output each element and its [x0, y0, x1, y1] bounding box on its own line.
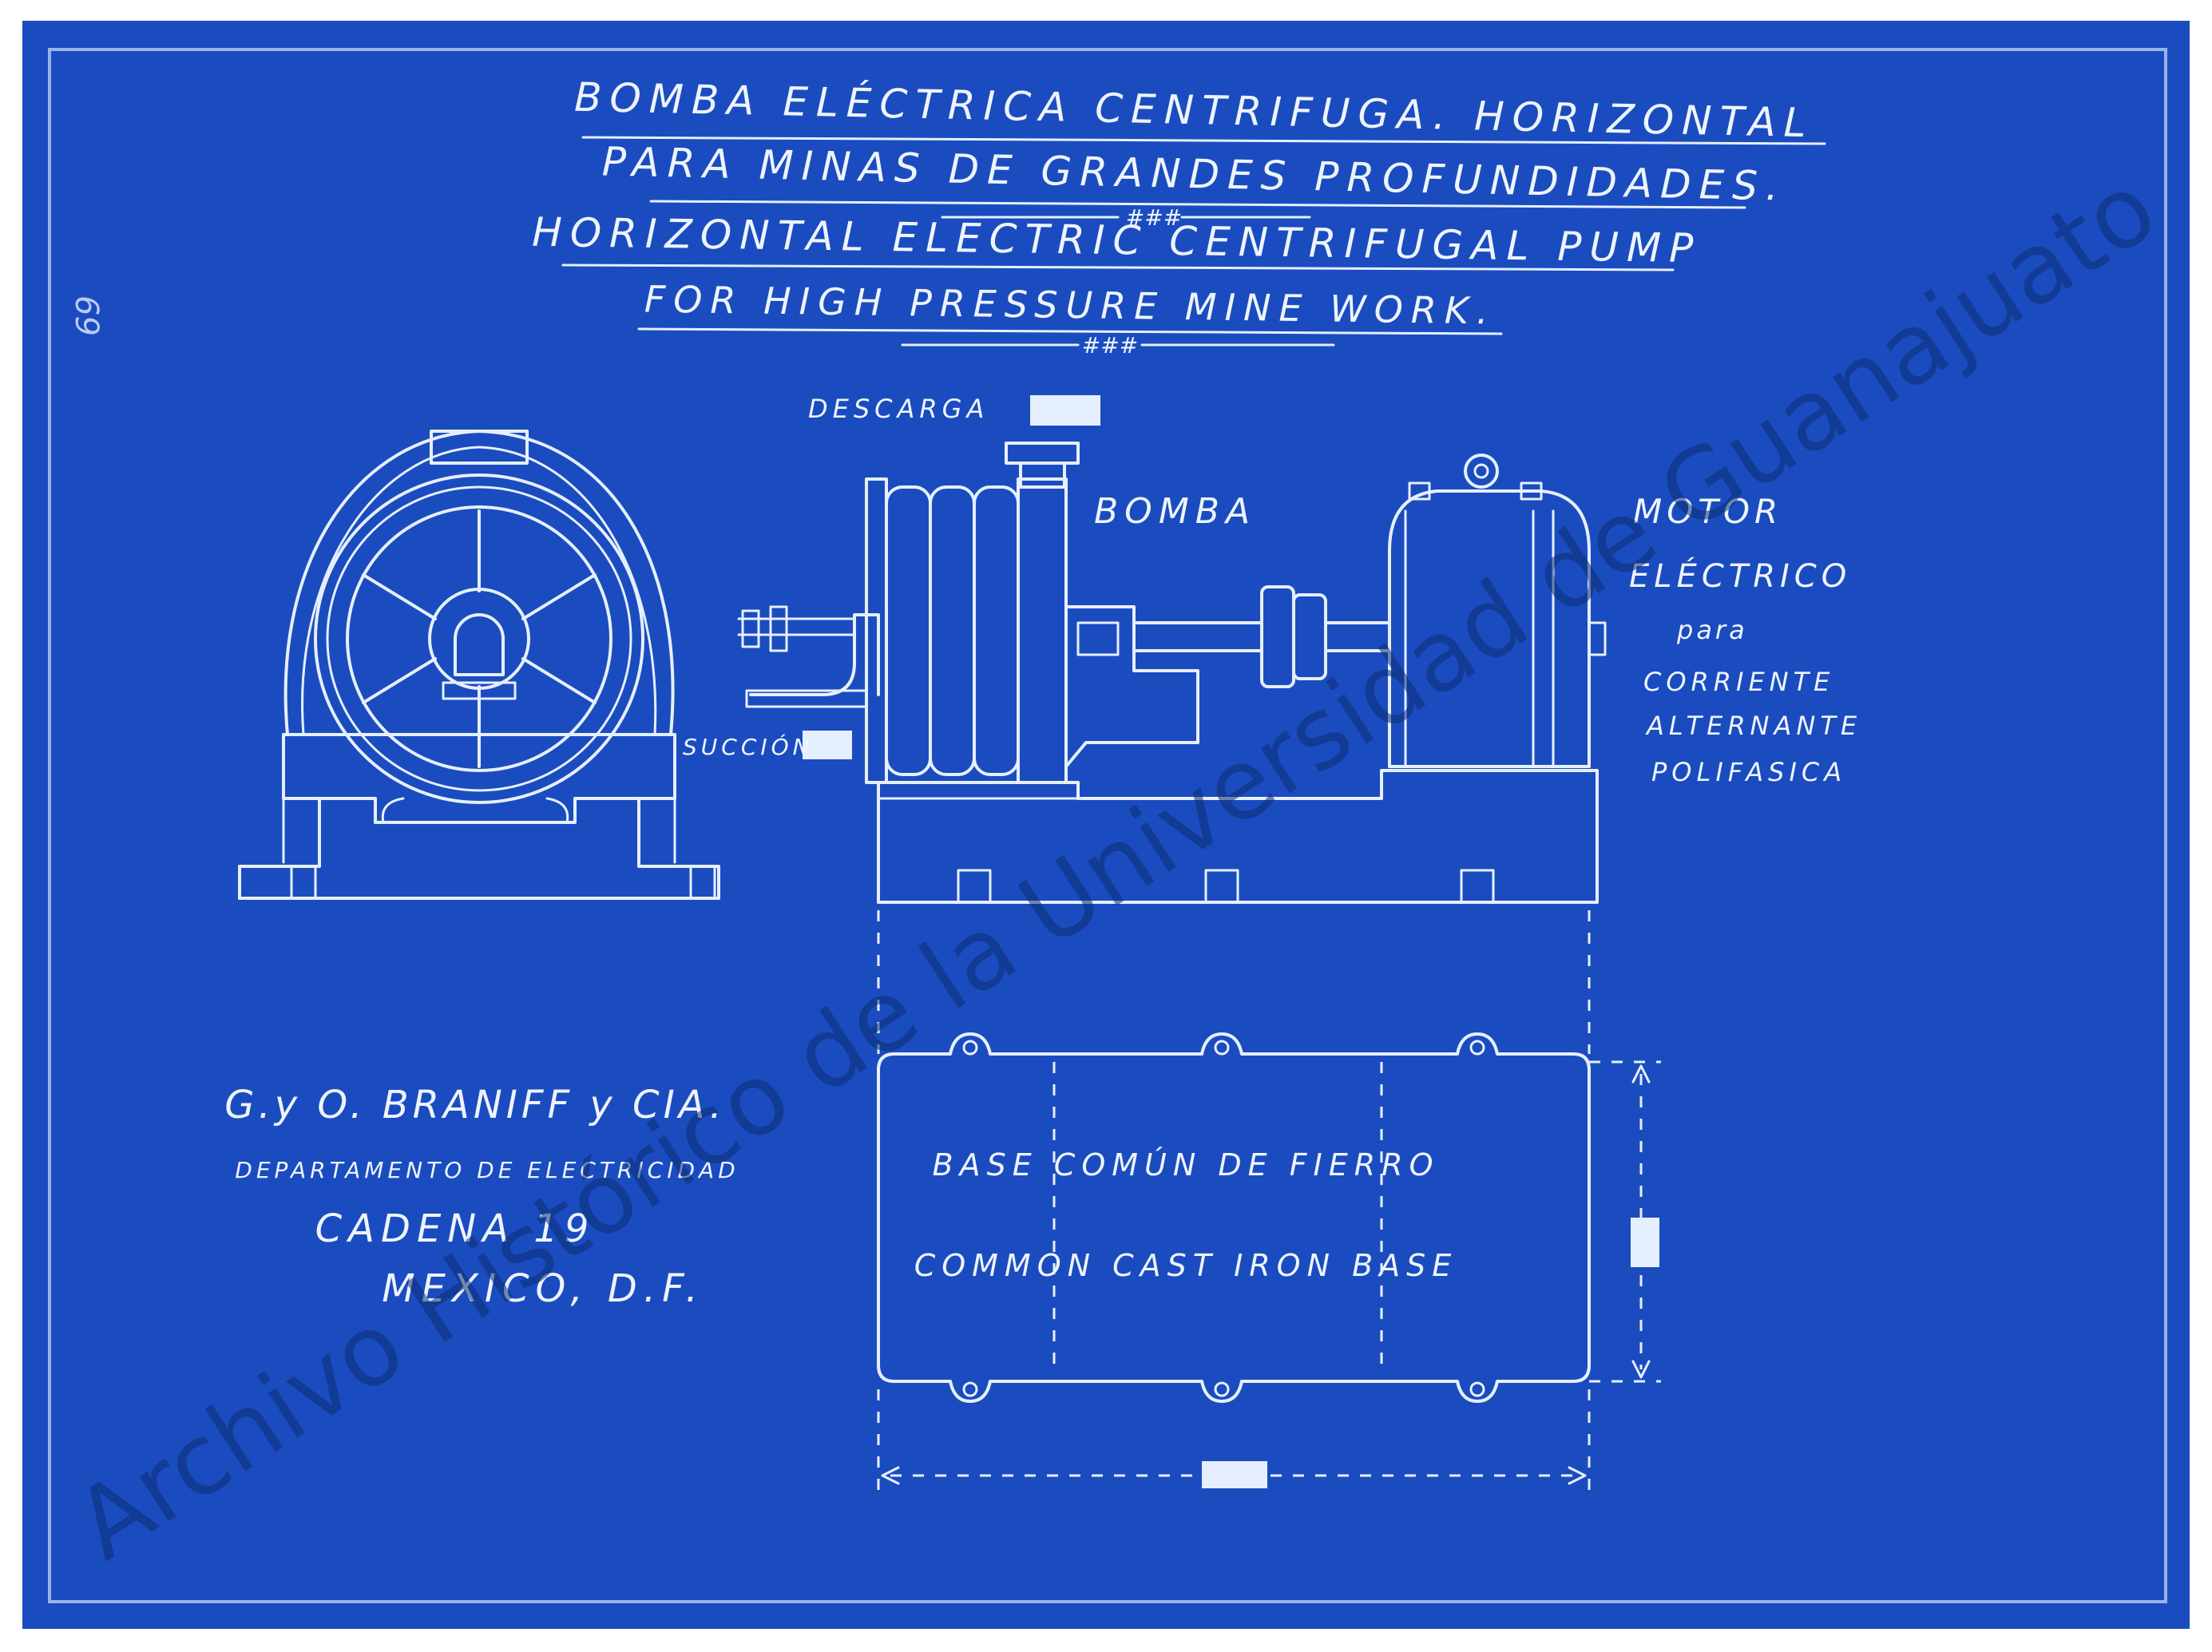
title-separator-2: ### — [1082, 332, 1138, 359]
maker-block: G.y O. BRANIFF y CIA. DEPARTAMENTO DE EL… — [224, 1083, 739, 1311]
label-motor-4: CORRIENTE — [1643, 667, 1834, 697]
title-separator-1: ### — [1126, 204, 1182, 231]
margin-note: 69 — [68, 295, 105, 336]
pump-side-view — [737, 442, 1607, 904]
label-motor-5: ALTERNANTE — [1645, 711, 1861, 741]
base-label-en: COMMON CAST IRON BASE — [914, 1248, 1458, 1283]
maker-department: DEPARTAMENTO DE ELECTRICIDAD — [235, 1157, 739, 1183]
maker-address: CADENA 19 — [315, 1206, 596, 1251]
paper-shading — [22, 21, 2190, 1629]
label-motor-2: ELÉCTRICO — [1629, 557, 1851, 595]
pump-front-view — [238, 430, 720, 900]
label-motor-3: para — [1676, 615, 1748, 645]
label-pump: BOMBA — [1094, 491, 1256, 532]
drawing-border — [48, 48, 2167, 1603]
base-depth-callout-box — [1631, 1218, 1659, 1267]
label-motor-6: POLIFASICA — [1651, 757, 1846, 787]
maker-city: MEXICO, D.F. — [382, 1266, 704, 1311]
base-width-callout-box — [1202, 1461, 1267, 1488]
discharge-callout-box — [1030, 395, 1100, 426]
blueprint-paper — [22, 21, 2190, 1629]
label-discharge: DESCARGA — [808, 394, 989, 424]
maker-name: G.y O. BRANIFF y CIA. — [224, 1083, 725, 1127]
base-label-es: BASE COMÚN DE FIERRO — [933, 1147, 1440, 1183]
suction-callout-box — [803, 731, 852, 759]
label-motor-1: MOTOR — [1633, 492, 1782, 531]
label-suction: SUCCIÓN — [683, 733, 814, 760]
